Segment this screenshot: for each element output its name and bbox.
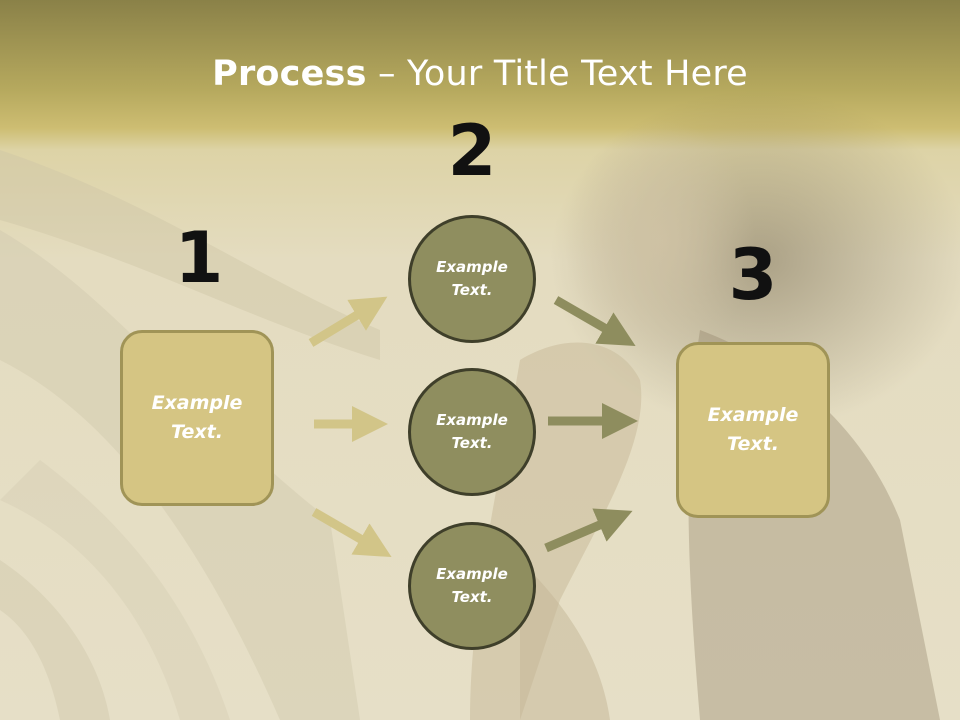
title-rest: – Your Title Text Here — [366, 54, 748, 94]
circle-top: Example Text. — [408, 215, 536, 343]
circle-top-line1: Example — [436, 258, 508, 276]
circle-top-line2: Text. — [451, 281, 493, 299]
step-number-3: 3 — [728, 234, 778, 316]
arrow-top-to-right — [553, 296, 636, 347]
title-bold: Process — [212, 54, 367, 94]
circle-middle: Example Text. — [408, 368, 536, 496]
slide-title: Process – Your Title Text Here — [0, 48, 960, 100]
arrow-bottom-to-right — [544, 508, 633, 553]
left-box-line1: Example — [151, 392, 243, 414]
left-box-line2: Text. — [171, 421, 223, 443]
circle-middle-line1: Example — [436, 411, 508, 429]
right-box-line2: Text. — [727, 433, 779, 455]
circle-middle-line2: Text. — [451, 434, 493, 452]
step-number-1: 1 — [174, 217, 224, 299]
right-box-line1: Example — [707, 404, 799, 426]
circle-bottom-line2: Text. — [451, 588, 493, 606]
circle-bottom: Example Text. — [408, 522, 536, 650]
right-box: Example Text. — [676, 342, 830, 518]
arrow-left-to-bottom — [311, 508, 392, 558]
left-box: Example Text. — [120, 330, 274, 506]
circle-bottom-line1: Example — [436, 565, 508, 583]
arrow-left-to-top — [308, 296, 388, 347]
step-number-2: 2 — [447, 110, 497, 192]
